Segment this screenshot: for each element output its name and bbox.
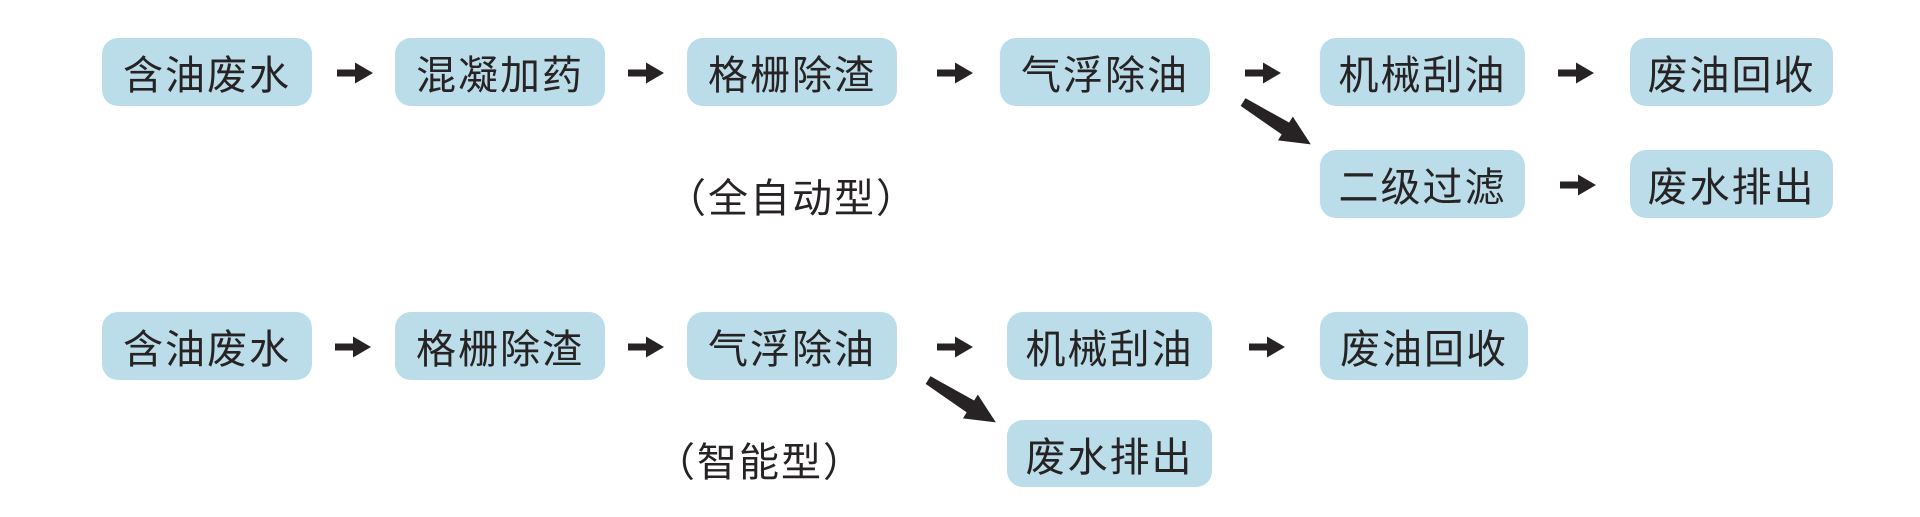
right-arrow-icon [337,62,373,84]
flow1-step-box: 机械刮油 [1320,38,1525,106]
right-arrow-icon [628,336,664,358]
flow2-step-box: 格栅除渣 [395,312,605,380]
flow1-branch-box: 二级过滤 [1320,150,1525,218]
flow2-step-box: 气浮除油 [687,312,897,380]
flow1-step-box: 废油回收 [1630,38,1833,106]
right-arrow-icon [628,62,664,84]
right-arrow-icon [937,336,973,358]
right-arrow-icon [335,336,371,358]
flow1-type-label: （全自动型） [666,176,918,222]
right-arrow-icon [1249,336,1285,358]
branch-arrow-icon [1235,89,1319,157]
right-arrow-icon [1560,174,1596,196]
flow1-step-box: 气浮除油 [1000,38,1210,106]
right-arrow-icon [937,62,973,84]
right-arrow-icon [1245,62,1281,84]
flow1-branch-box: 废水排出 [1630,150,1833,218]
flow2-step-box: 机械刮油 [1007,312,1212,380]
flow1-step-box: 格栅除渣 [687,38,897,106]
flow2-step-box: 废油回收 [1320,312,1528,380]
flow1-step-box: 含油废水 [102,38,312,106]
flow1-step-box: 混凝加药 [395,38,605,106]
flow2-type-label: （智能型） [655,440,865,486]
flow2-branch-box: 废水排出 [1007,420,1212,487]
branch-arrow-icon [920,367,1004,435]
right-arrow-icon [1558,62,1594,84]
flow2-step-box: 含油废水 [102,312,312,380]
